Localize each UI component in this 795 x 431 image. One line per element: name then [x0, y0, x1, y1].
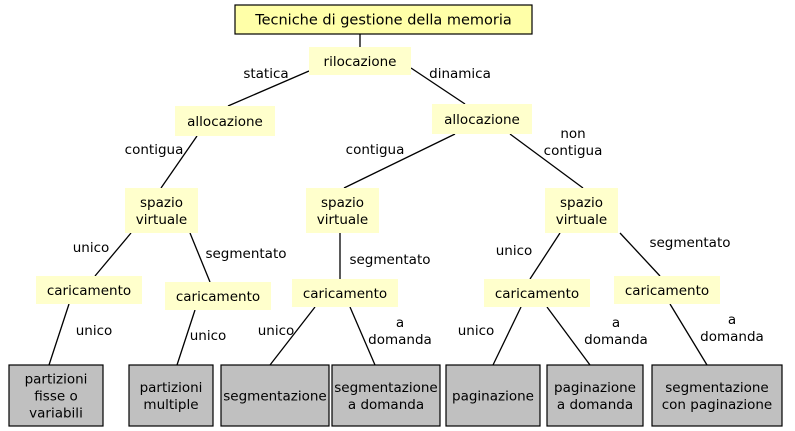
node-label: Tecniche di gestione della memoria — [254, 13, 512, 29]
edge-label-alloc_statica-to-spazio_1: contigua — [125, 142, 184, 158]
node-caric-3: caricamento — [292, 279, 398, 307]
node-box — [8, 364, 104, 427]
node-rilocazione: rilocazione — [309, 47, 411, 75]
edge-label-caric_3-to-leaf_segmentazione: unico — [258, 323, 295, 339]
edge-label-caric_1-to-leaf_partizioni_fisse: unico — [76, 323, 113, 339]
edge-spazio_1-to-caric_1 — [94, 232, 132, 277]
edge-label-spazio_1-to-caric_2: segmentato — [205, 246, 286, 262]
node-box — [306, 188, 379, 233]
node-label: caricamento — [176, 289, 260, 305]
node-label: paginazione — [452, 389, 534, 405]
node-box — [331, 364, 441, 427]
edge-caric_4-to-leaf_paginazione — [492, 306, 522, 366]
node-box — [546, 364, 644, 427]
node-label: allocazione — [444, 112, 520, 128]
node-title: Tecniche di gestione della memoria — [234, 4, 533, 35]
edge-rilocazione-to-alloc_statica — [227, 70, 310, 107]
node-leaf-paginazione: paginazione — [445, 364, 541, 427]
node-label: rilocazione — [324, 54, 397, 70]
node-caric-5: caricamento — [614, 276, 720, 304]
edge-label-caric_4-to-leaf_paginazione: unico — [458, 323, 495, 339]
node-box — [545, 188, 618, 233]
node-caric-1: caricamento — [36, 276, 142, 304]
node-box — [165, 282, 271, 310]
edge-spazio_3-to-caric_5 — [619, 232, 661, 277]
edge-alloc_dinamica-to-spazio_3 — [509, 133, 584, 189]
node-label: segmentazione — [223, 389, 326, 405]
node-caric-2: caricamento — [165, 282, 271, 310]
edge-label-spazio_1-to-caric_1: unico — [73, 240, 110, 256]
nodes-layer: Tecniche di gestione della memoria riloca… — [8, 4, 783, 427]
edge-caric_4-to-leaf_pagin_domanda — [546, 306, 591, 366]
node-label: caricamento — [625, 283, 709, 299]
edge-label-rilocazione-to-alloc_statica: statica — [243, 66, 288, 82]
node-box — [651, 364, 783, 427]
node-box — [432, 104, 532, 134]
node-box — [175, 106, 275, 136]
node-box — [484, 279, 590, 307]
edge-label-caric_2-to-leaf_partizioni_multiple: unico — [190, 328, 227, 344]
edge-label-spazio_2-to-caric_3: segmentato — [349, 252, 430, 268]
node-box — [234, 4, 533, 35]
node-label: allocazione — [187, 114, 263, 130]
edge-caric_1-to-leaf_partizioni_fisse — [48, 303, 70, 366]
edge-label-rilocazione-to-alloc_dinamica: dinamica — [429, 66, 491, 82]
node-box — [220, 364, 330, 427]
node-caric-4: caricamento — [484, 279, 590, 307]
edge-spazio_3-to-caric_4 — [529, 232, 561, 280]
node-box — [36, 276, 142, 304]
node-box — [292, 279, 398, 307]
node-box — [614, 276, 720, 304]
edge-label-spazio_3-to-caric_4: unico — [496, 243, 533, 259]
node-label: caricamento — [47, 283, 131, 299]
edge-alloc_dinamica-to-spazio_2 — [343, 133, 456, 189]
edge-caric_3-to-leaf_segm_domanda — [349, 306, 376, 366]
node-alloc-dinamica: allocazione — [432, 104, 532, 134]
edge-label-spazio_3-to-caric_5: segmentato — [649, 235, 730, 251]
node-label: caricamento — [303, 286, 387, 302]
edge-caric_5-to-leaf_segm_paginazione — [669, 303, 708, 366]
node-box — [445, 364, 541, 427]
edge-caric_2-to-leaf_partizioni_multiple — [176, 309, 196, 366]
node-alloc-statica: allocazione — [175, 106, 275, 136]
edge-spazio_1-to-caric_2 — [189, 232, 211, 283]
node-label: caricamento — [495, 286, 579, 302]
node-leaf-segmentazione: segmentazione — [220, 364, 330, 427]
edge-label-alloc_dinamica-to-spazio_2: contigua — [346, 142, 405, 158]
edge-caric_3-to-leaf_segmentazione — [269, 306, 316, 366]
node-box — [128, 364, 214, 427]
node-box — [125, 188, 198, 233]
edges-layer — [48, 34, 708, 366]
edge-alloc_statica-to-spazio_1 — [160, 135, 198, 189]
edge-rilocazione-to-alloc_dinamica — [410, 67, 466, 105]
node-box — [309, 47, 411, 75]
